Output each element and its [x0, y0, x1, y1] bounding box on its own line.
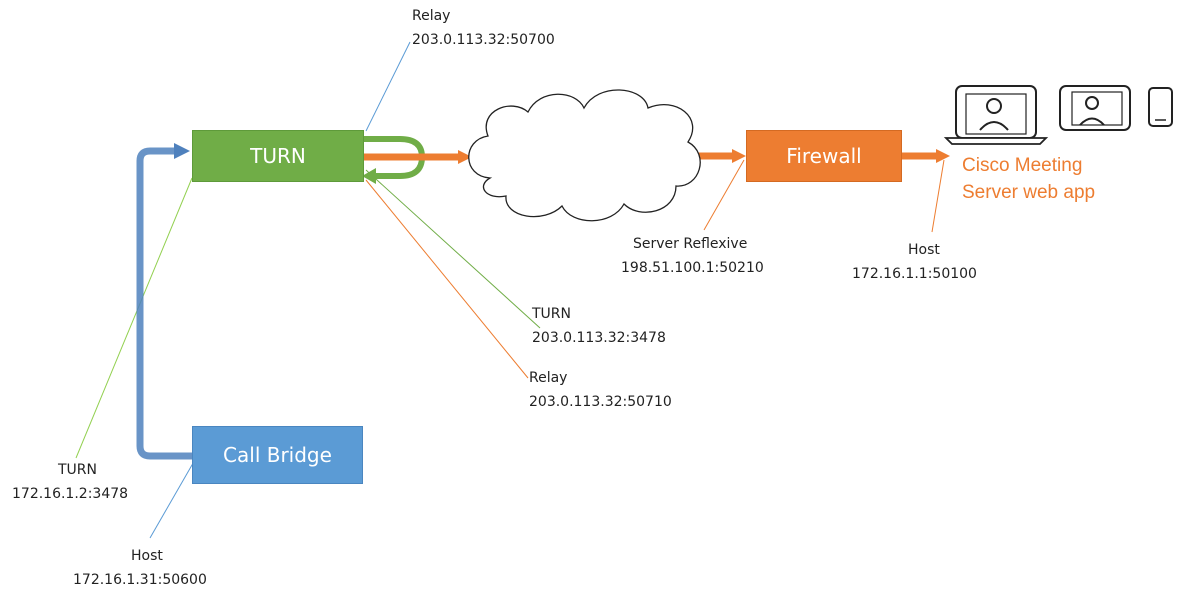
turn-internal-label: TURN 172.16.1.2:3478 — [12, 458, 128, 506]
turn-server-label: TURN — [250, 144, 306, 168]
callout-line-relay-top — [365, 41, 411, 132]
call-bridge-box: Call Bridge — [192, 426, 363, 484]
relay-top-label: Relay 203.0.113.32:50700 — [412, 4, 555, 52]
server-reflexive-label: Server Reflexive 198.51.100.1:50210 — [621, 232, 764, 280]
firewall-box: Firewall — [746, 130, 902, 182]
server-reflexive-address: 198.51.100.1:50210 — [621, 260, 764, 276]
callout-line-turn-public — [365, 169, 541, 329]
call-bridge-label: Call Bridge — [223, 443, 332, 467]
callout-line-host-client — [931, 159, 945, 233]
turn-public-label: TURN 203.0.113.32:3478 — [532, 302, 666, 350]
host-callbridge-label: Host 172.16.1.31:50600 — [73, 544, 207, 592]
turn-server-box: TURN — [192, 130, 364, 182]
firewall-to-app-arrowhead — [936, 149, 950, 163]
callbridge-to-turn-arrow — [136, 147, 192, 460]
relay-top-address: 203.0.113.32:50700 — [412, 32, 555, 48]
relay-bottom-title: Relay — [529, 370, 568, 386]
web-app-label-line2: Server web app — [962, 182, 1096, 203]
host-callbridge-address: 172.16.1.31:50600 — [73, 572, 207, 588]
turn-to-cloud-arrowhead — [458, 150, 472, 164]
callout-line-relay-bottom — [365, 179, 529, 379]
relay-bottom-label: Relay 203.0.113.32:50710 — [529, 366, 672, 414]
callout-line-turn-internal — [75, 177, 193, 459]
cloud-icon — [468, 89, 701, 222]
relay-top-title: Relay — [412, 8, 451, 24]
turn-public-title: TURN — [532, 306, 571, 322]
web-app-label: Cisco Meeting Server web app — [962, 152, 1095, 206]
turn-internal-address: 172.16.1.2:3478 — [12, 486, 129, 502]
host-client-label: Host 172.16.1.1:50100 — [852, 238, 977, 286]
turn-public-address: 203.0.113.32:3478 — [532, 330, 666, 346]
tablet-icon — [1059, 85, 1131, 131]
turn-loop-arrowhead — [362, 168, 376, 184]
callout-line-host-callbridge — [149, 457, 197, 539]
cloud-to-firewall-arrowhead — [732, 149, 746, 163]
relay-bottom-address: 203.0.113.32:50710 — [529, 394, 672, 410]
firewall-label: Firewall — [786, 144, 862, 168]
laptop-icon — [943, 85, 1049, 145]
turn-internal-title: TURN — [58, 462, 97, 478]
server-reflexive-title: Server Reflexive — [633, 236, 748, 252]
callout-line-server-reflexive — [703, 159, 745, 231]
phone-icon — [1148, 87, 1173, 127]
web-app-label-line1: Cisco Meeting — [962, 155, 1083, 176]
callbridge-to-turn-arrowhead — [174, 143, 190, 159]
host-client-title: Host — [908, 242, 940, 258]
host-client-address: 172.16.1.1:50100 — [852, 266, 977, 282]
host-callbridge-title: Host — [131, 548, 163, 564]
